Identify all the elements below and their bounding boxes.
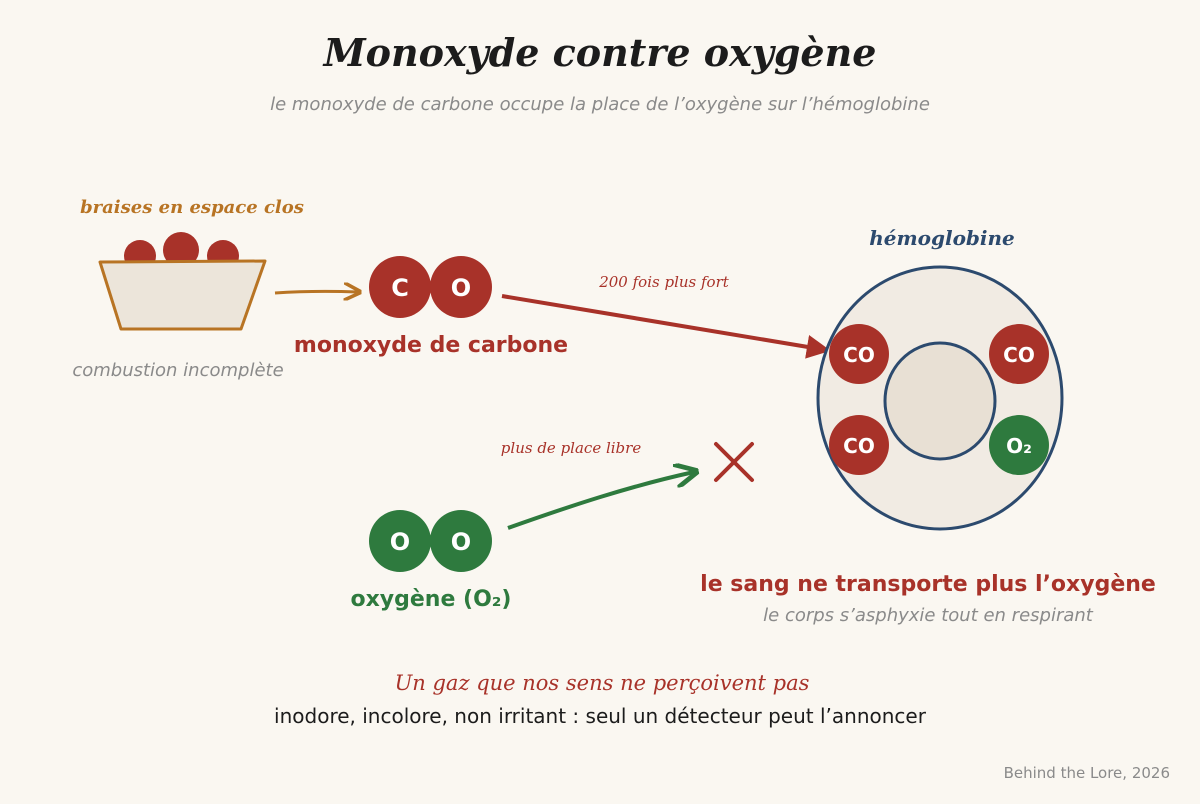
- credit: Behind the Lore, 2026: [1004, 764, 1170, 782]
- oxygen-atom-label: O: [451, 274, 471, 302]
- blocked-cross-icon: [714, 442, 754, 482]
- binding-site-co-3-label: CO: [843, 434, 875, 458]
- footer-text: inodore, incolore, non irritant : seul u…: [274, 704, 927, 728]
- oxygen-atom-1: [369, 510, 431, 572]
- basket: [98, 259, 267, 331]
- carbon-atom: [369, 256, 431, 318]
- binding-site-o2-label: O₂: [1006, 434, 1032, 458]
- oxygen-atom-1-label: O: [390, 528, 410, 556]
- hemoglobin-label: hémoglobine: [869, 226, 1015, 250]
- co-label: monoxyde de carbone: [294, 333, 568, 358]
- co-arrow-label: 200 fois plus fort: [598, 273, 730, 291]
- page-subtitle: le monoxyde de carbone occupe la place d…: [270, 94, 930, 115]
- hemoglobin: CO CO CO O₂: [816, 265, 1064, 531]
- arrow-co-to-hemoglobin: [501, 294, 831, 359]
- source-caption: combustion incomplète: [72, 360, 283, 381]
- ember-2: [163, 232, 199, 268]
- oxygen-atom-2-label: O: [451, 528, 471, 556]
- oxygen-atom: [430, 256, 492, 318]
- binding-site-co-1: [829, 324, 889, 384]
- hemoglobin-core: [883, 341, 997, 461]
- footer-heading: Un gaz que nos sens ne perçoivent pas: [395, 671, 810, 695]
- page-title: Monoxyde contre oxygène: [322, 30, 877, 75]
- result-headline: le sang ne transporte plus l’oxygène: [700, 572, 1156, 597]
- binding-site-o2: [989, 415, 1049, 475]
- binding-site-co-1-label: CO: [843, 343, 875, 367]
- arrow-source-to-co: [274, 291, 358, 293]
- result-subtext: le corps s’asphyxie tout en respirant: [763, 605, 1094, 626]
- binding-site-co-3: [829, 415, 889, 475]
- co-molecule: C O: [369, 256, 492, 318]
- binding-site-co-2-label: CO: [1003, 343, 1035, 367]
- source-label: braises en espace clos: [80, 197, 304, 218]
- carbon-atom-label: C: [391, 274, 409, 302]
- oxygen-atom-2: [430, 510, 492, 572]
- o2-molecule: O O: [369, 510, 492, 572]
- o2-arrow-label: plus de place libre: [501, 439, 642, 457]
- ember-basket: [98, 232, 267, 331]
- o2-label: oxygène (O₂): [350, 587, 511, 612]
- arrow-o2-blocked: [507, 472, 694, 530]
- binding-site-co-2: [989, 324, 1049, 384]
